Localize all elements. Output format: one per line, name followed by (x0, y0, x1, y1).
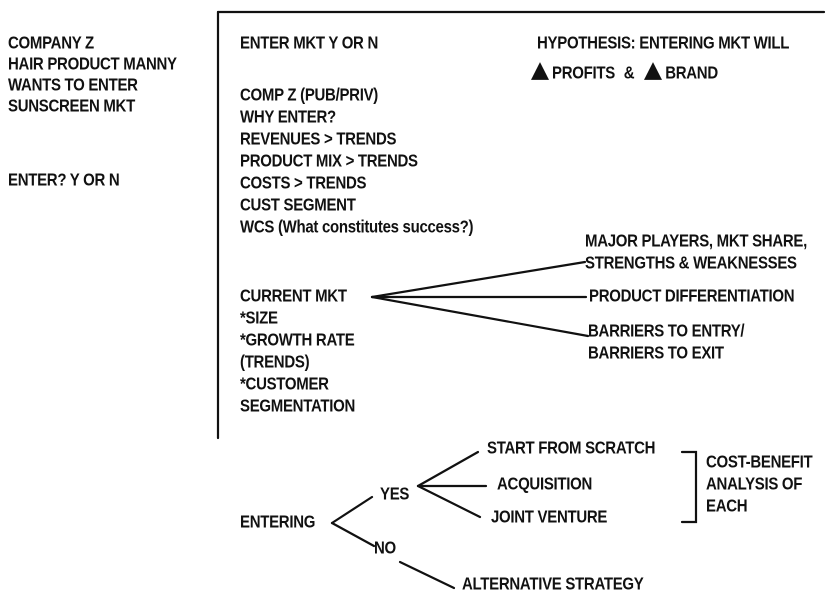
up-triangle-icon (644, 62, 663, 80)
option-joint-venture: JOINT VENTURE (491, 507, 608, 528)
topic-item: COSTS > TRENDS (240, 173, 367, 194)
current-market-title: CURRENT MKT (240, 286, 347, 307)
hypothesis-brand: BRAND (665, 63, 718, 84)
current-market-item: *SIZE (240, 308, 278, 329)
current-market-item: (TRENDS) (240, 352, 310, 373)
no-label: NO (374, 538, 396, 559)
center-header: ENTER MKT Y OR N (240, 33, 378, 54)
topic-item: WHY ENTER? (240, 107, 336, 128)
hypothesis-ampersand: & (623, 63, 635, 84)
alternative-strategy: ALTERNATIVE STRATEGY (462, 574, 644, 595)
current-market-item: *CUSTOMER (240, 374, 329, 395)
branch-yes-scratch (416, 450, 480, 488)
current-market-item: *GROWTH RATE (240, 330, 355, 351)
current-market-item: SEGMENTATION (240, 396, 356, 417)
yes-label: YES (380, 484, 410, 505)
company-line-3: WANTS TO ENTER (8, 75, 138, 96)
hypothesis-line: HYPOTHESIS: ENTERING MKT WILL (537, 33, 790, 54)
enter-question: ENTER? Y OR N (8, 170, 120, 191)
branch-to-players (370, 260, 587, 299)
topic-item: REVENUES > TRENDS (240, 129, 397, 150)
barriers-line-2: BARRIERS TO EXIT (588, 343, 724, 364)
cost-benefit-line-1: COST-BENEFIT (706, 452, 813, 473)
option-start-from-scratch: START FROM SCRATCH (487, 438, 656, 459)
company-line-4: SUNSCREEN MKT (8, 96, 135, 117)
branch-entering-yes (330, 495, 374, 525)
entering-root: ENTERING (240, 512, 316, 533)
topic-item: COMP Z (PUB/PRIV) (240, 85, 378, 106)
cost-benefit-line-3: EACH (706, 496, 748, 517)
topic-item: CUST SEGMENT (240, 195, 356, 216)
option-acquisition: ACQUISITION (497, 474, 593, 495)
branch-yes-jv (416, 484, 482, 519)
players-line-1: MAJOR PLAYERS, MKT SHARE, (585, 231, 807, 252)
cost-benefit-bracket (680, 450, 698, 524)
topic-item: WCS (What constitutes success?) (240, 217, 474, 238)
players-line-2: STRENGTHS & WEAKNESSES (585, 253, 797, 274)
branch-no-alternative (398, 560, 456, 590)
hypothesis-line-2: PROFITS & BRAND (530, 61, 718, 83)
hypothesis-profits: PROFITS (552, 63, 615, 84)
cost-benefit-line-2: ANALYSIS OF (706, 474, 803, 495)
up-triangle-icon (531, 62, 549, 80)
differentiation-label: PRODUCT DIFFERENTIATION (589, 286, 795, 307)
company-line-2: HAIR PRODUCT MANNY (8, 54, 177, 75)
barriers-line-1: BARRIERS TO ENTRY/ (588, 321, 745, 342)
branch-entering-no (330, 521, 376, 548)
company-line-1: COMPANY Z (8, 33, 94, 54)
topic-item: PRODUCT MIX > TRENDS (240, 151, 418, 172)
branch-to-barriers (370, 295, 590, 338)
